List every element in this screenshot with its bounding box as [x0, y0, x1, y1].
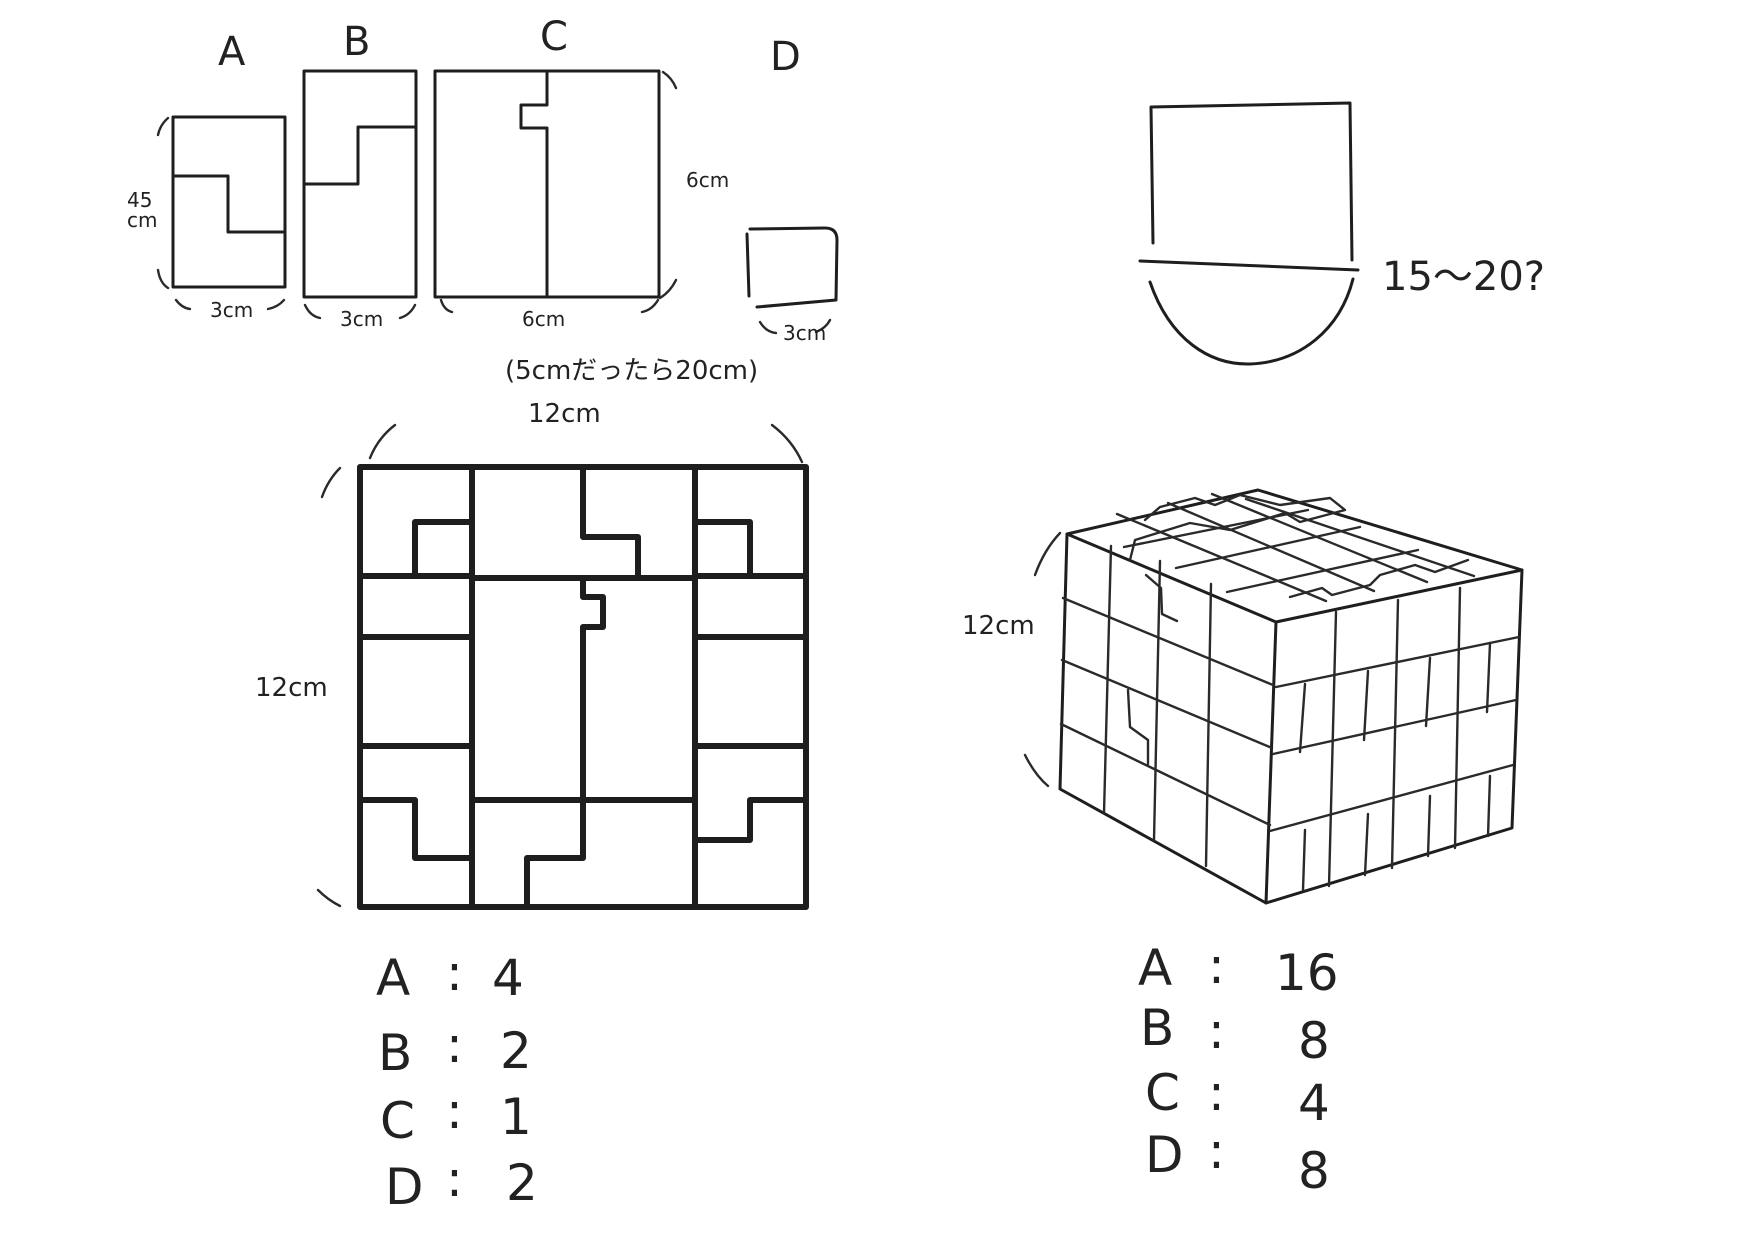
cube-top-cut-a [1128, 493, 1347, 562]
bowl-estimate: 15〜20? [1382, 254, 1545, 300]
piece-a-label: A [218, 29, 246, 75]
piece-c-width-label: 6cm [522, 307, 565, 331]
count-separator: : [446, 1150, 463, 1208]
count-piece-label: C [1145, 1064, 1180, 1122]
cube-count-row: C : 4 [1145, 1064, 1330, 1132]
cube-left-rows [1059, 596, 1275, 827]
cube-right-stagger-a [1298, 641, 1492, 754]
cube-left-columns [1102, 544, 1213, 868]
square-layout-middle-bottom-cut [524, 797, 586, 910]
piece-a-width-label: 3cm [210, 298, 253, 322]
count-value: 8 [1298, 1012, 1330, 1070]
count-value: 8 [1298, 1142, 1330, 1200]
square-layout-note: (5cmだったら20cm) [505, 356, 758, 386]
count-separator: : [1208, 937, 1225, 995]
bowl-bottom-arc [1148, 277, 1355, 366]
piece-d-width-label: 3cm [783, 321, 826, 345]
piece-b: B 3cm [302, 19, 418, 331]
piece-c-split [519, 69, 549, 299]
square-count-row: C : 1 [380, 1082, 532, 1150]
cube-sketch: 12cm [962, 488, 1524, 905]
piece-a-split [171, 174, 287, 234]
count-separator: : [1208, 1122, 1225, 1180]
square-layout-cut-l2 [357, 797, 475, 861]
piece-d-outline [748, 226, 839, 309]
square-layout-middle-center-cut [580, 575, 606, 803]
piece-d-width-bracket [758, 318, 832, 335]
square-layout-width-label: 12cm [528, 399, 601, 429]
square-layout-cut-l1 [412, 519, 475, 579]
square-layout-width-bracket [368, 423, 804, 464]
square-layout-middle-top-cut [580, 464, 641, 581]
cube-right-stagger-b [1301, 774, 1492, 892]
piece-c: C 6cm 6cm [433, 14, 729, 331]
count-piece-label: A [1138, 939, 1172, 997]
bowl-upper-box [1149, 101, 1354, 262]
piece-b-width-label: 3cm [340, 307, 383, 331]
count-value: 4 [1298, 1074, 1330, 1132]
count-piece-label: C [380, 1092, 415, 1150]
count-piece-label: B [1140, 999, 1174, 1057]
count-piece-label: D [385, 1158, 424, 1216]
piece-d-left-edge [745, 232, 751, 298]
cube-counts: A : 16 B : 8 C : 4 D : 8 [1138, 937, 1339, 1200]
square-layout-left-rows [357, 573, 475, 749]
cube-right-columns [1327, 586, 1462, 888]
square-layout-right-rows [692, 573, 809, 749]
square-layout-cut-r1 [692, 519, 753, 579]
count-value: 4 [492, 949, 524, 1007]
piece-c-height-bracket [658, 70, 678, 300]
cube-count-row: A : 16 [1138, 937, 1339, 1002]
square-count-row: D : 2 [385, 1150, 538, 1216]
cube-size-bracket [1023, 531, 1062, 788]
piece-b-split [302, 125, 418, 186]
cube-top-cut-c [1144, 573, 1179, 623]
count-separator: : [446, 1016, 463, 1074]
square-layout-height-bracket [316, 466, 342, 908]
square-layout: (5cmだったら20cm) 12cm 12cm [255, 356, 809, 910]
piece-a-width-bracket [174, 298, 286, 311]
piece-c-label: C [540, 14, 568, 60]
count-separator: : [1208, 1002, 1225, 1060]
cube-front-vertical-edge [1264, 620, 1278, 905]
square-count-row: B : 2 [378, 1016, 532, 1082]
square-layout-height-label: 12cm [255, 673, 328, 703]
piece-d: D 3cm [745, 34, 839, 345]
count-piece-label: A [376, 949, 410, 1007]
cube-count-row: B : 8 [1140, 999, 1330, 1070]
piece-c-width-bracket [439, 298, 660, 314]
count-value: 2 [506, 1154, 538, 1212]
count-value: 2 [500, 1022, 532, 1080]
count-separator: : [1208, 1064, 1225, 1122]
piece-b-label: B [343, 19, 370, 65]
square-layout-cut-r2 [692, 797, 809, 843]
cube-size-label: 12cm [962, 611, 1035, 641]
count-value: 16 [1275, 944, 1339, 1002]
square-layout-counts: A : 4 B : 2 C : 1 D : 2 [376, 944, 538, 1216]
square-count-row: A : 4 [376, 944, 524, 1007]
piece-d-label: D [770, 34, 801, 80]
piece-c-height-label: 6cm [686, 168, 729, 192]
count-piece-label: B [378, 1024, 412, 1082]
bowl-sketch: 15〜20? [1138, 101, 1545, 366]
count-separator: : [446, 944, 463, 1002]
count-piece-label: D [1145, 1126, 1184, 1184]
cube-top-cut-b [1288, 558, 1470, 599]
square-layout-columns [469, 464, 698, 910]
piece-a-outline [171, 115, 287, 289]
piece-b-width-bracket [303, 303, 417, 320]
cube-left-cut [1126, 688, 1150, 766]
piece-a-height-bracket [156, 116, 170, 290]
cube-outline [1058, 488, 1524, 905]
count-value: 1 [500, 1088, 532, 1146]
bowl-rim-line [1138, 259, 1360, 272]
count-separator: : [446, 1082, 463, 1140]
cube-count-row: D : 8 [1145, 1122, 1330, 1200]
